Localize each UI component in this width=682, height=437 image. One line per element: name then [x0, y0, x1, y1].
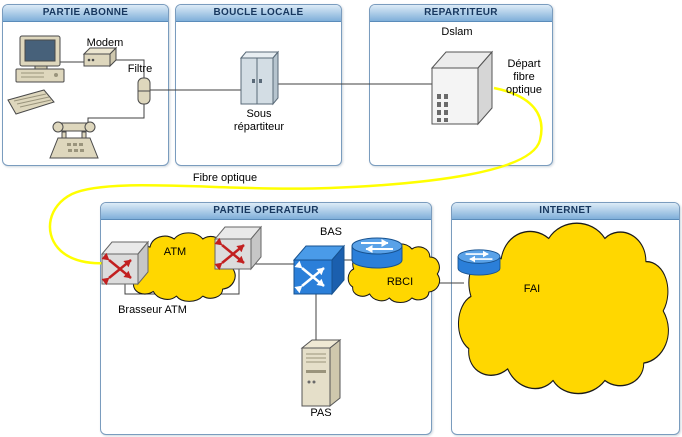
label-fibre-optique: Fibre optique: [192, 172, 258, 184]
group-title-repartiteur: REPARTITEUR: [370, 5, 552, 22]
group-internet: INTERNET: [451, 202, 680, 435]
group-repartiteur: REPARTITEUR: [369, 4, 553, 166]
group-partie-operateur: PARTIE OPERATEUR: [100, 202, 432, 435]
group-boucle-locale: BOUCLE LOCALE: [175, 4, 342, 166]
group-partie-abonne: PARTIE ABONNE: [2, 4, 169, 166]
group-title-partie-operateur: PARTIE OPERATEUR: [101, 203, 431, 220]
group-title-boucle-locale: BOUCLE LOCALE: [176, 5, 341, 22]
group-title-partie-abonne: PARTIE ABONNE: [3, 5, 168, 22]
group-title-internet: INTERNET: [452, 203, 679, 220]
